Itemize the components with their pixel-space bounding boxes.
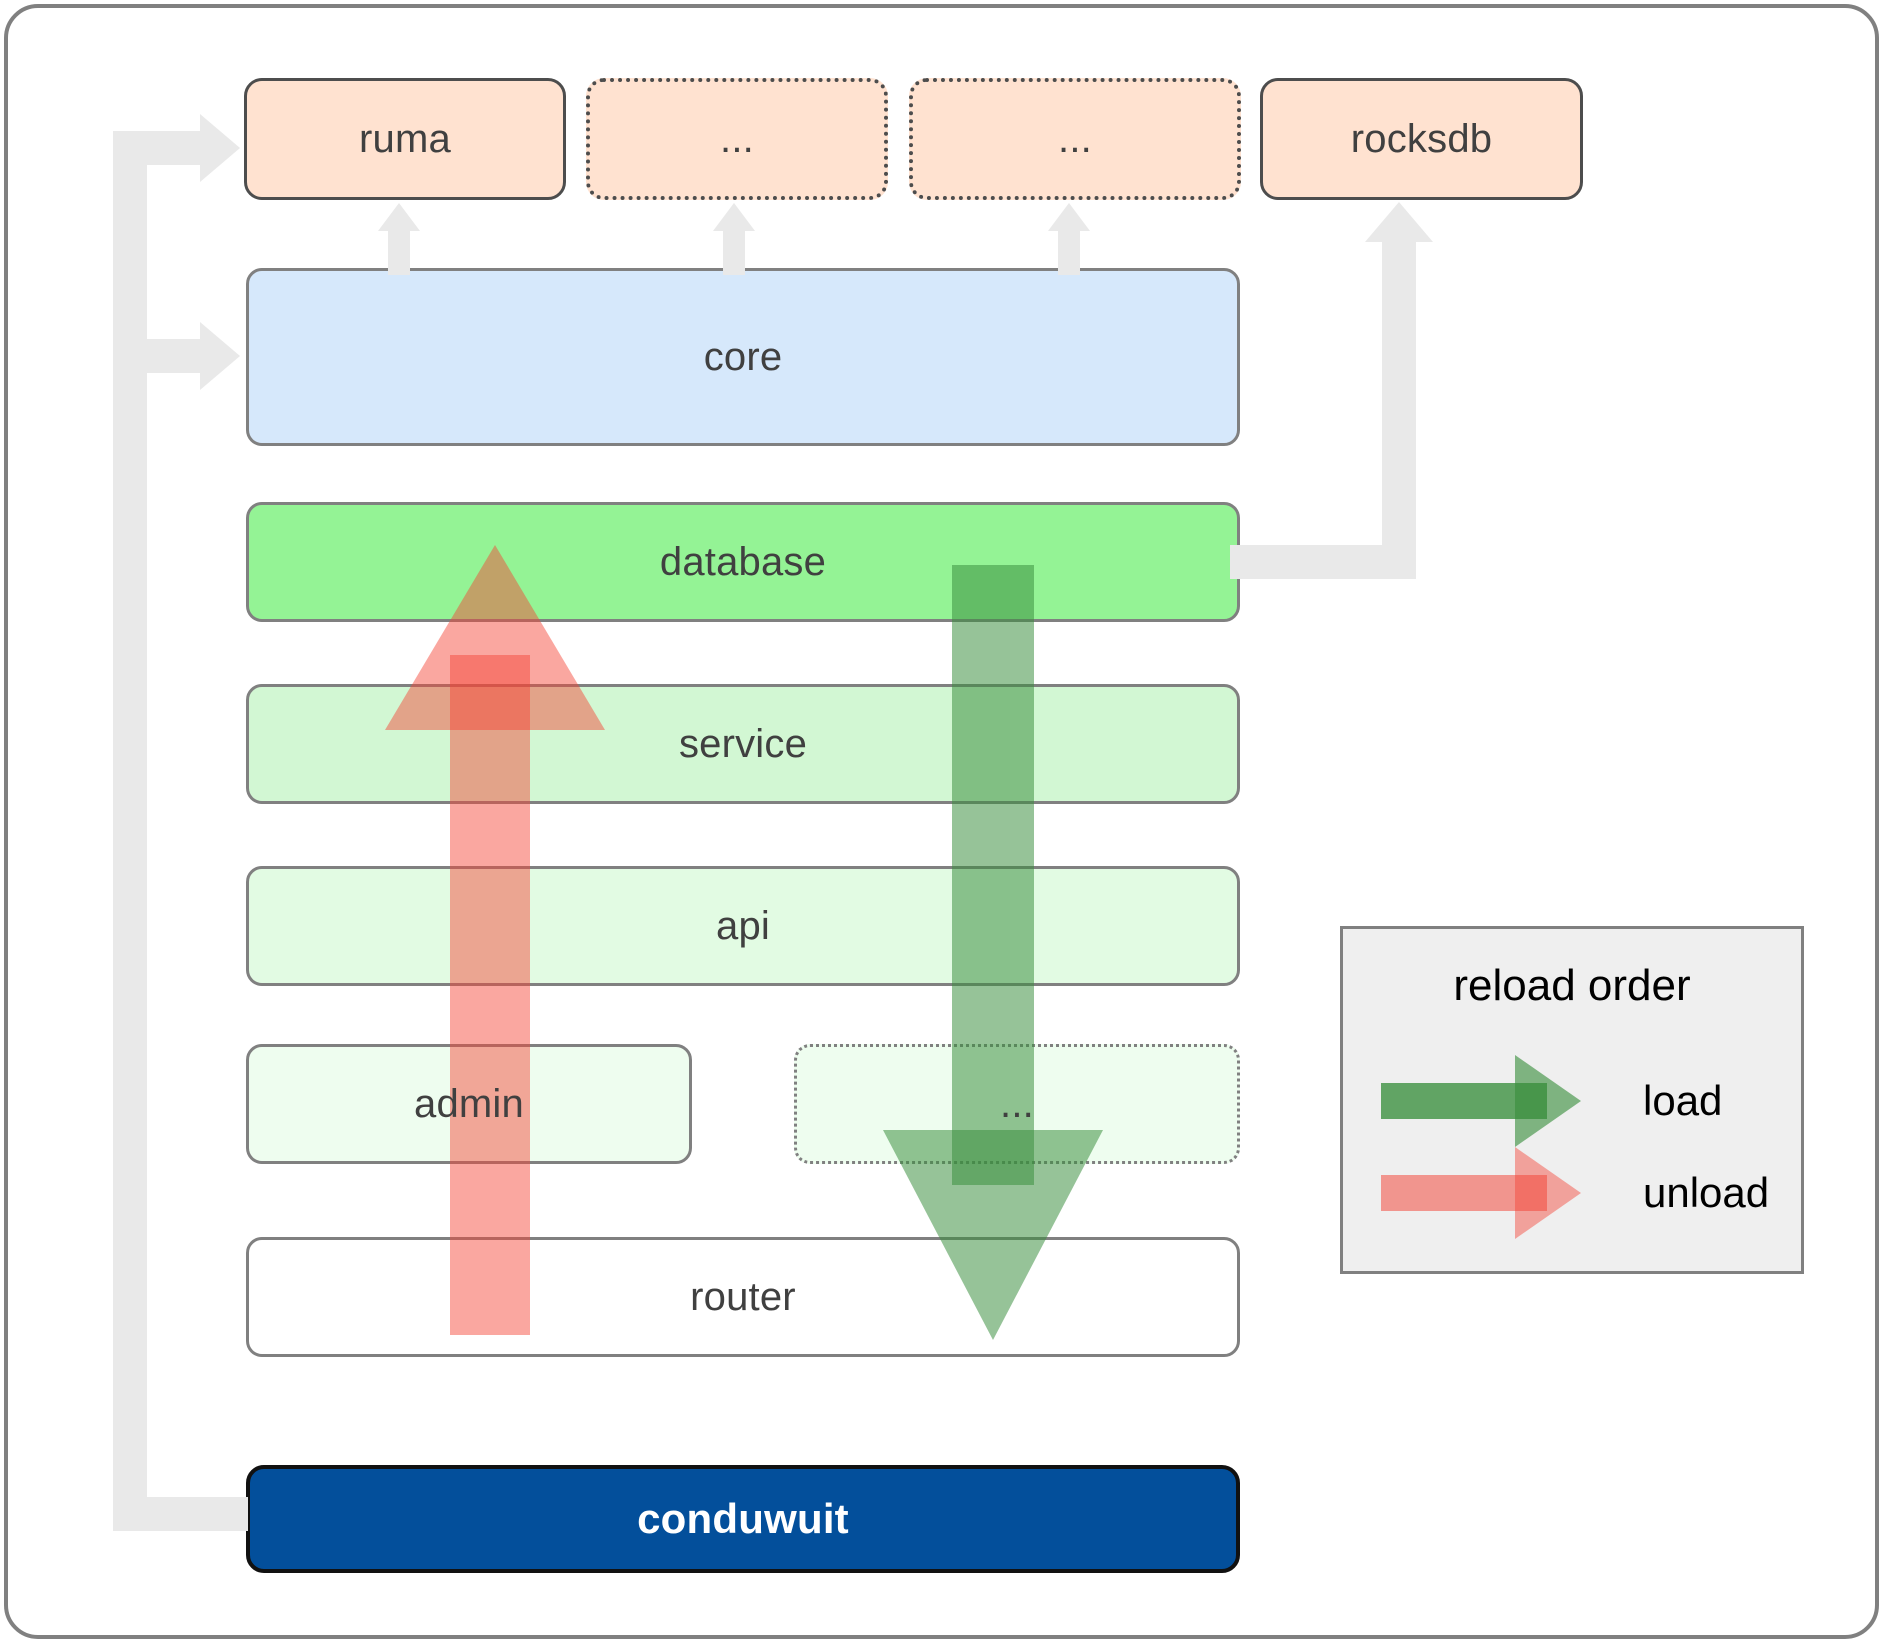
load-legend-head bbox=[1515, 1055, 1581, 1147]
legend-row-load: load bbox=[1381, 1055, 1722, 1147]
layer-core[interactable]: core bbox=[246, 268, 1240, 446]
unload-legend-head bbox=[1515, 1147, 1581, 1239]
unload-legend-arrow bbox=[1381, 1147, 1599, 1239]
node-conduwuit-label: conduwuit bbox=[637, 1495, 849, 1542]
connector-arrow-core bbox=[200, 322, 240, 390]
connector-arrow-rocksdb bbox=[1365, 202, 1433, 242]
connector-arrow-core-e2 bbox=[1048, 203, 1090, 231]
connector-left-to-conduwuit bbox=[113, 1497, 248, 1531]
layer-service[interactable]: service bbox=[246, 684, 1240, 804]
legend-panel: reload order load unload bbox=[1340, 926, 1804, 1274]
connector-left-to-core bbox=[113, 339, 208, 373]
layer-core-label: core bbox=[703, 334, 783, 379]
crate-ellipsis-2-label: ... bbox=[1058, 116, 1092, 161]
connector-right-trunk bbox=[1382, 242, 1416, 579]
load-legend-arrow bbox=[1381, 1055, 1599, 1147]
node-conduwuit[interactable]: conduwuit bbox=[246, 1465, 1240, 1573]
legend-row-unload: unload bbox=[1381, 1147, 1769, 1239]
layer-api-label: api bbox=[716, 903, 770, 948]
connector-left-to-ruma bbox=[113, 131, 208, 165]
crate-rocksdb[interactable]: rocksdb bbox=[1260, 78, 1583, 200]
layer-database-label: database bbox=[659, 539, 827, 584]
connector-core-to-e1-stem bbox=[723, 230, 745, 275]
unload-legend-shaft bbox=[1381, 1175, 1547, 1211]
layer-ellipsis[interactable]: ... bbox=[794, 1044, 1240, 1164]
layer-router-label: router bbox=[690, 1274, 796, 1319]
crate-rocksdb-label: rocksdb bbox=[1350, 116, 1493, 161]
legend-title: reload order bbox=[1453, 961, 1691, 1010]
crate-ruma-label: ruma bbox=[359, 116, 451, 161]
load-legend-label: load bbox=[1643, 1077, 1723, 1124]
connector-arrow-ruma bbox=[200, 114, 240, 182]
layer-admin[interactable]: admin bbox=[246, 1044, 692, 1164]
unload-legend-label: unload bbox=[1643, 1169, 1770, 1216]
connector-arrow-core-e1 bbox=[713, 203, 755, 231]
crate-ruma[interactable]: ruma bbox=[244, 78, 566, 200]
layer-api[interactable]: api bbox=[246, 866, 1240, 986]
crate-ellipsis-2[interactable]: ... bbox=[909, 78, 1241, 200]
layer-router[interactable]: router bbox=[246, 1237, 1240, 1357]
layer-admin-label: admin bbox=[414, 1081, 524, 1126]
layer-service-label: service bbox=[678, 721, 808, 766]
crate-ellipsis-1[interactable]: ... bbox=[586, 78, 888, 200]
connector-core-to-e2-stem bbox=[1058, 230, 1080, 275]
layer-database[interactable]: database bbox=[246, 502, 1240, 622]
crate-ellipsis-1-label: ... bbox=[720, 116, 754, 161]
layer-ellipsis-label: ... bbox=[1000, 1081, 1034, 1126]
connector-core-to-ruma-stem bbox=[388, 230, 410, 275]
connector-arrow-core-ruma bbox=[378, 203, 420, 231]
diagram-frame bbox=[4, 4, 1879, 1639]
